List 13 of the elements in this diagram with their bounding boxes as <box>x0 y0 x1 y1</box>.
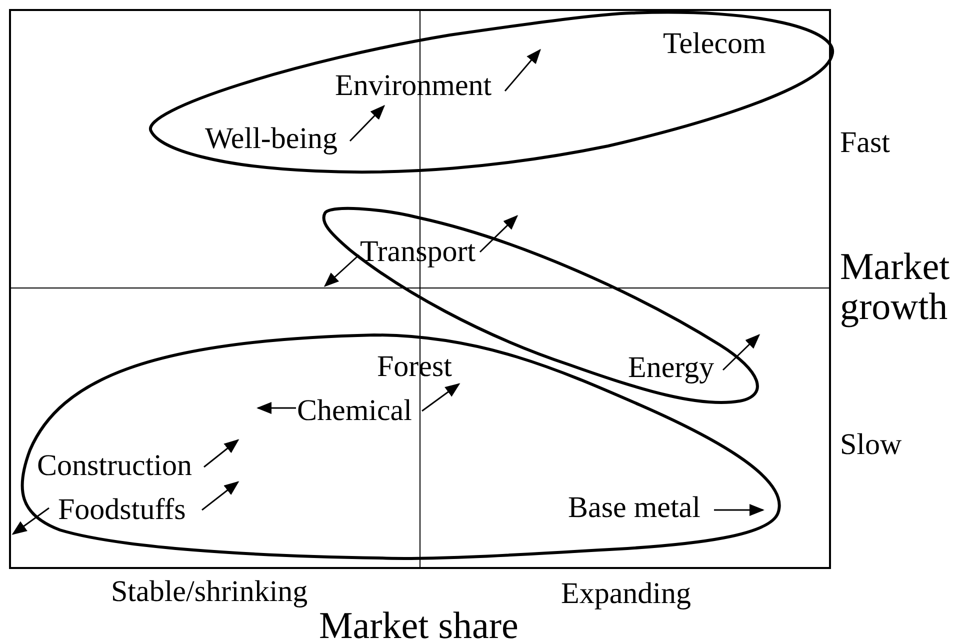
share-trend-label: Stable/shrinking <box>111 575 308 609</box>
growth-speed-label: Fast <box>840 126 890 160</box>
sector-label: Construction <box>37 449 192 483</box>
sector-label: Energy <box>628 351 714 385</box>
sector-label: Base metal <box>568 491 700 525</box>
axis-title: Market share <box>319 606 518 641</box>
axis-title: Market growth <box>840 247 950 327</box>
sector-label: Foodstuffs <box>58 493 186 527</box>
sector-label: Chemical <box>297 394 412 428</box>
share-trend-label: Expanding <box>561 577 691 611</box>
sector-label: Telecom <box>663 27 766 61</box>
sector-label: Well-being <box>205 122 338 156</box>
growth-speed-label: Slow <box>840 428 902 462</box>
